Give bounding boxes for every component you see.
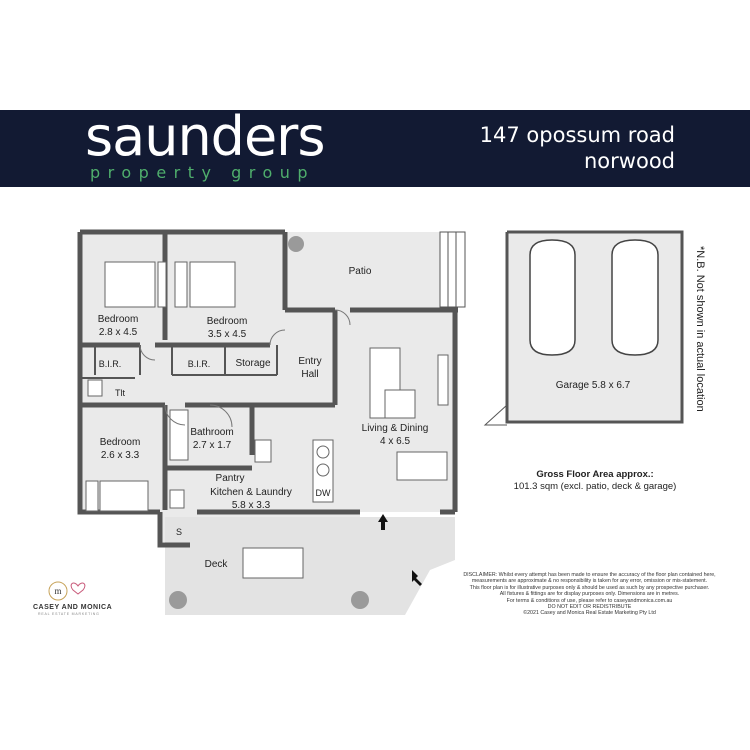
garage-label: Garage 5.8 x 6.7 bbox=[556, 380, 631, 391]
brand-tagline: property group bbox=[90, 163, 316, 182]
bedroom1-size: 2.8 x 4.5 bbox=[99, 327, 138, 338]
living-name: Living & Dining bbox=[362, 423, 429, 434]
bedroom2-size: 3.5 x 4.5 bbox=[208, 329, 247, 340]
logo-subtitle: REAL ESTATE MARKETING bbox=[38, 612, 100, 616]
brand-logo-text: saunders bbox=[85, 105, 326, 168]
disclaimer: DISCLAIMER: Whilst every attempt has bee… bbox=[447, 572, 732, 617]
entry-label-2: Hall bbox=[301, 369, 318, 380]
address-street: 147 opossum road bbox=[479, 123, 675, 147]
partitions bbox=[80, 345, 278, 379]
shed-label: S bbox=[176, 527, 182, 537]
furniture bbox=[85, 261, 449, 579]
bir2-label: B.I.R. bbox=[188, 359, 211, 369]
bathroom-size: 2.7 x 1.7 bbox=[193, 440, 232, 451]
disclaimer-line: DO NOT EDIT OR REDISTRIBUTE bbox=[547, 604, 632, 611]
doors bbox=[139, 309, 351, 428]
patio-steps bbox=[439, 231, 466, 308]
toilet-label: Tlt bbox=[115, 388, 125, 398]
deck-fill bbox=[165, 517, 455, 615]
plant-icons bbox=[169, 236, 369, 609]
disclaimer-line: ©2021 Casey and Monica Real Estate Marke… bbox=[523, 610, 656, 617]
bedroom3-name: Bedroom bbox=[100, 437, 141, 448]
car-outlines bbox=[529, 239, 659, 356]
deck-label: Deck bbox=[205, 559, 229, 570]
living-size: 4 x 6.5 bbox=[380, 436, 410, 447]
gfa-value: 101.3 sqm (excl. patio, deck & garage) bbox=[513, 481, 677, 492]
disclaimer-line: measurements are approximate & no respon… bbox=[471, 578, 708, 585]
kitchen-name: Kitchen & Laundry bbox=[210, 487, 292, 498]
bedroom1-name: Bedroom bbox=[98, 314, 139, 325]
walls bbox=[77, 229, 458, 548]
header-banner bbox=[0, 110, 750, 187]
disclaimer-line: This floor plan is for illustrative purp… bbox=[469, 584, 710, 591]
pantry-label: Pantry bbox=[216, 473, 245, 484]
casey-monica-logo-icon: m bbox=[48, 581, 86, 601]
svg-text:m: m bbox=[54, 586, 61, 596]
bedroom3-size: 2.6 x 3.3 bbox=[101, 450, 140, 461]
bathroom-name: Bathroom bbox=[190, 427, 233, 438]
storage-label: Storage bbox=[235, 358, 270, 369]
disclaimer-line: DISCLAIMER: Whilst every attempt has bee… bbox=[463, 572, 716, 578]
disclaimer-line: All fixtures & fittings are for display … bbox=[499, 591, 680, 598]
address-suburb: norwood bbox=[584, 149, 675, 173]
bir1-label: B.I.R. bbox=[99, 359, 122, 369]
patio-label: Patio bbox=[349, 266, 372, 277]
gfa-title: Gross Floor Area approx.: bbox=[536, 469, 654, 480]
disclaimer-line: For terms & conditions of use, please re… bbox=[506, 597, 673, 604]
nb-note: *N.B. Not shown in actual location bbox=[694, 246, 706, 412]
kitchen-size: 5.8 x 3.3 bbox=[232, 500, 271, 511]
entry-label-1: Entry bbox=[298, 356, 321, 367]
garage-door bbox=[483, 404, 508, 426]
bedroom2-name: Bedroom bbox=[207, 316, 248, 327]
dishwasher-label: DW bbox=[316, 488, 331, 498]
logo-name: CASEY AND MONICA bbox=[33, 604, 113, 611]
garage-walls bbox=[505, 230, 684, 424]
entry-arrows bbox=[378, 514, 422, 586]
